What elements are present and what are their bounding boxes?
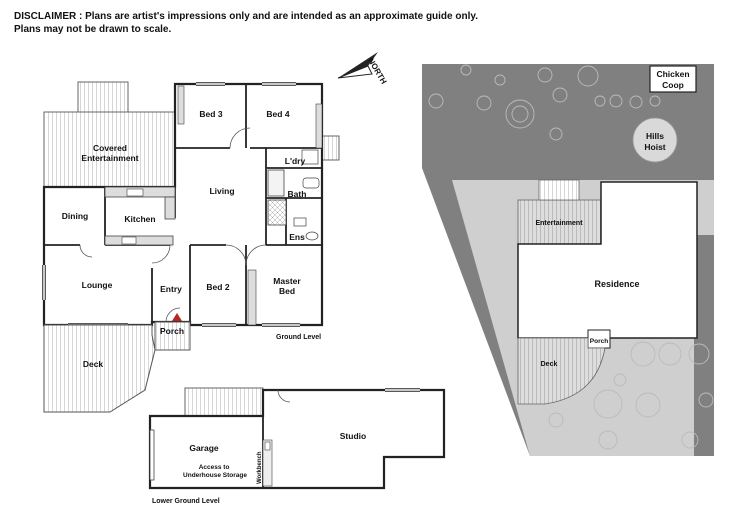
- covered-entertainment-text-line-2: Entertainment: [81, 153, 138, 163]
- room-label-porch: Porch: [160, 326, 184, 336]
- deck-area: [43, 324, 156, 413]
- room-label-ens: Ens: [289, 232, 305, 242]
- room-label-bed4: Bed 4: [266, 109, 289, 119]
- lower-ground-floor-plan: Garage Access to Underhouse Storage Work…: [148, 387, 446, 505]
- room-label-workbench: Workbench: [257, 451, 263, 484]
- site-porch-label: Porch: [590, 338, 608, 345]
- porch-area: [154, 321, 191, 351]
- hills-hoist-text: Hills: [646, 131, 664, 141]
- room-label-dining: Dining: [62, 211, 88, 221]
- compass: NORTH: [337, 52, 388, 86]
- access-text: Access to: [199, 464, 230, 471]
- access-text-line-2: Underhouse Storage: [183, 472, 247, 479]
- site-deck: [517, 337, 606, 405]
- room-label-deck: Deck: [83, 359, 104, 369]
- covered-entertainment-area: [43, 111, 176, 188]
- room-label-studio: Studio: [340, 431, 366, 441]
- room-label-entry: Entry: [160, 284, 182, 294]
- master-bed-line-1: Master: [273, 276, 301, 286]
- entry-arrow-icon: [172, 313, 182, 321]
- room-label-access: Access to Underhouse Storage: [183, 464, 247, 479]
- room-label-bath: Bath: [288, 189, 307, 199]
- chicken-coop-box: [649, 65, 697, 93]
- site-entertainment-stairs: [538, 179, 580, 201]
- site-trees: [428, 64, 714, 450]
- master-bed-line-2: Bed: [279, 286, 295, 296]
- disclaimer-line-1: DISCLAIMER : Plans are artist's impressi…: [14, 11, 478, 22]
- room-label-lounge: Lounge: [82, 280, 113, 290]
- site-residence-label: Residence: [594, 279, 639, 289]
- ground-level-label: Ground Level: [276, 334, 321, 341]
- disclaimer-line-2: Plans may not be drawn to scale.: [14, 24, 172, 35]
- room-label-bed2: Bed 2: [206, 282, 229, 292]
- hills-hoist-text-line-2: Hoist: [644, 142, 665, 152]
- lower-ground-level-label: Lower Ground Level: [152, 498, 220, 505]
- hills-hoist-circle: [632, 117, 678, 163]
- site-deck-label: Deck: [541, 361, 558, 368]
- disclaimer: DISCLAIMER : Plans are artist's impressi…: [14, 10, 478, 36]
- laundry-stairs: [321, 135, 340, 161]
- chicken-coop-text-line-2: Coop: [662, 80, 684, 90]
- room-label-bed3: Bed 3: [199, 109, 222, 119]
- room-label-laundry: L'dry: [285, 156, 306, 166]
- site-entertainment-label: Entertainment: [535, 220, 583, 227]
- room-label-living: Living: [209, 186, 234, 196]
- site-entertainment-deck: [517, 199, 602, 245]
- lower-stairs: [184, 387, 264, 417]
- room-label-kitchen: Kitchen: [124, 214, 155, 224]
- entertainment-stairs: [77, 81, 129, 113]
- lower-outline: [148, 388, 446, 490]
- room-label-garage: Garage: [189, 443, 219, 453]
- chicken-coop-text: Chicken: [656, 69, 689, 79]
- covered-entertainment-text: Covered: [93, 143, 127, 153]
